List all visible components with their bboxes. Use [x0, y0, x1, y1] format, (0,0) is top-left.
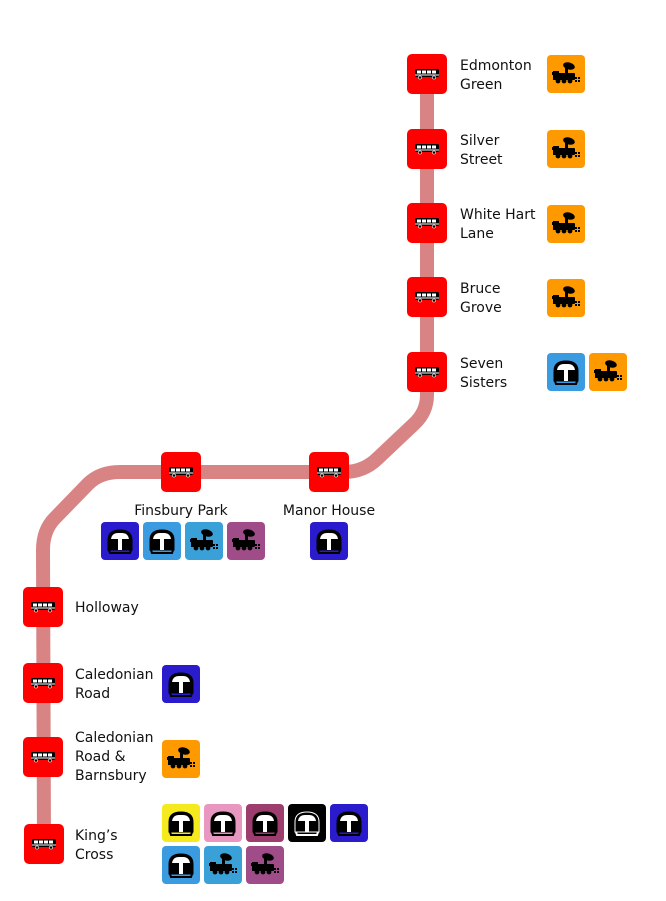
station-marker-seven-sisters[interactable] — [407, 352, 447, 392]
tube-icon[interactable] — [547, 353, 585, 391]
station-label-edmonton-green: Edmonton Green — [460, 58, 532, 93]
train-icon[interactable] — [185, 522, 223, 560]
interchange-icons-finsbury-park — [101, 522, 269, 560]
interchange-icons-seven-sisters — [547, 353, 631, 391]
interchange-icons-manor-house — [310, 522, 352, 560]
station-marker-holloway[interactable] — [23, 587, 63, 627]
station-label-caledonian-road-barnsbury: Caledonian Road & Barnsbury — [75, 730, 154, 784]
station-marker-bruce-grove[interactable] — [407, 277, 447, 317]
tube-icon[interactable] — [101, 522, 139, 560]
train-icon[interactable] — [547, 205, 585, 243]
tube-icon[interactable] — [143, 522, 181, 560]
train-icon[interactable] — [547, 279, 585, 317]
bus-icon — [30, 748, 56, 767]
bus-icon — [31, 835, 57, 854]
station-label-holloway: Holloway — [75, 600, 139, 616]
bus-icon — [414, 363, 440, 382]
station-label-seven-sisters: Seven Sisters — [460, 356, 508, 391]
station-marker-white-hart-lane[interactable] — [407, 203, 447, 243]
tube-icon[interactable] — [288, 804, 326, 842]
route-line — [36, 67, 434, 851]
interchange-icons-bruce-grove — [547, 279, 589, 317]
tube-icon[interactable] — [162, 804, 200, 842]
train-icon[interactable] — [547, 55, 585, 93]
station-marker-silver-street[interactable] — [407, 129, 447, 169]
train-icon[interactable] — [547, 130, 585, 168]
interchange-icons-white-hart-lane — [547, 205, 589, 243]
bus-icon — [414, 140, 440, 159]
station-label-caledonian-road: Caledonian Road — [75, 667, 154, 702]
station-marker-caledonian-road[interactable] — [23, 663, 63, 703]
tube-icon[interactable] — [162, 665, 200, 703]
tube-icon[interactable] — [330, 804, 368, 842]
station-label-manor-house: Manor House — [282, 503, 376, 519]
interchange-icons-edmonton-green — [547, 55, 589, 93]
tube-icon[interactable] — [162, 846, 200, 884]
station-label-bruce-grove: Bruce Grove — [460, 281, 502, 316]
station-label-king-s-cross: King’s Cross — [75, 828, 118, 863]
train-icon[interactable] — [227, 522, 265, 560]
interchange-icons-silver-street — [547, 130, 589, 168]
station-marker-edmonton-green[interactable] — [407, 54, 447, 94]
train-icon[interactable] — [162, 740, 200, 778]
tube-icon[interactable] — [246, 804, 284, 842]
station-marker-manor-house[interactable] — [309, 452, 349, 492]
tube-icon[interactable] — [204, 804, 242, 842]
station-label-finsbury-park: Finsbury Park — [134, 503, 228, 519]
bus-icon — [168, 463, 194, 482]
interchange-icons-caledonian-road-barnsbury — [162, 740, 204, 778]
station-label-silver-street: Silver Street — [460, 133, 503, 168]
bus-icon — [30, 674, 56, 693]
train-icon[interactable] — [246, 846, 284, 884]
train-icon[interactable] — [589, 353, 627, 391]
bus-icon — [30, 598, 56, 617]
station-marker-king-s-cross[interactable] — [24, 824, 64, 864]
bus-icon — [414, 288, 440, 307]
station-label-white-hart-lane: White Hart Lane — [460, 207, 536, 242]
bus-icon — [316, 463, 342, 482]
station-marker-finsbury-park[interactable] — [161, 452, 201, 492]
interchange-icons-caledonian-road — [162, 665, 204, 703]
tube-icon[interactable] — [310, 522, 348, 560]
station-marker-caledonian-road-barnsbury[interactable] — [23, 737, 63, 777]
bus-icon — [414, 65, 440, 84]
interchange-icons-king-s-cross — [162, 804, 372, 884]
train-icon[interactable] — [204, 846, 242, 884]
bus-icon — [414, 214, 440, 233]
